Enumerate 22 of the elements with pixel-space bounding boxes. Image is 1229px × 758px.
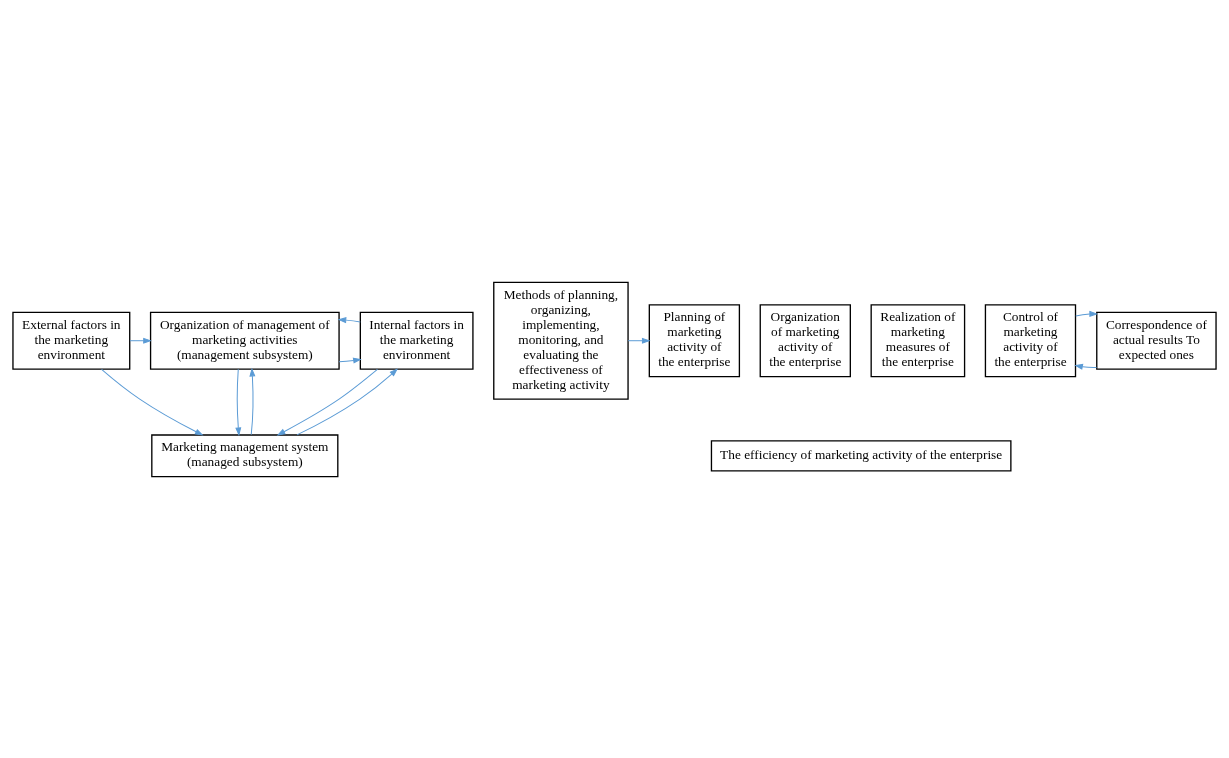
node-box: External factors in the marketing environment xyxy=(12,311,131,370)
node-box: Planning of marketing activity of the enterprise xyxy=(648,303,741,377)
arrow xyxy=(129,337,151,344)
node-box: Organization of marketing activity of the enterprise xyxy=(759,303,851,377)
arrow xyxy=(277,368,378,435)
arrow xyxy=(296,368,398,435)
node-box: Methods of planning, organizing, implementing, monitoring, and evaluating the effectiveness of marketing activity xyxy=(493,281,629,400)
node-box: Realization of marketing measures of the enterprise xyxy=(870,303,966,377)
node-box: The efficiency of marketing activity of the enterprise xyxy=(710,439,1012,471)
arrow xyxy=(627,337,650,344)
arrow xyxy=(101,368,203,435)
arrow xyxy=(1075,310,1097,317)
node-box: Organization of management of marketing activities (management subsystem) xyxy=(149,311,340,370)
node-box: Control of marketing activity of the enterprise xyxy=(984,303,1077,377)
node-box: Correspondence of actual results To expected ones xyxy=(1096,311,1217,370)
arrow xyxy=(338,357,361,363)
node-box: Marketing management system (managed subsystem) xyxy=(151,433,339,477)
node-box: Internal factors in the marketing environment xyxy=(359,311,474,370)
arrow xyxy=(1075,363,1097,370)
arrow xyxy=(338,316,361,323)
arrow xyxy=(235,368,242,435)
arrow xyxy=(249,368,256,435)
